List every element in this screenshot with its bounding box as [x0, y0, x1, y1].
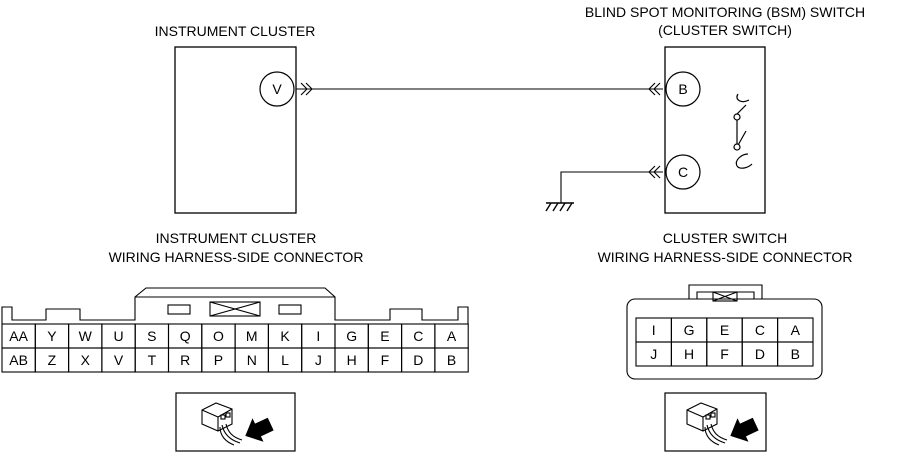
connector-pin-label: V — [114, 352, 124, 368]
connector-pin-label: S — [147, 328, 156, 344]
connector-pin-label: L — [281, 352, 289, 368]
connector-pin-label: D — [755, 346, 765, 362]
connector-pin-cell — [777, 341, 814, 367]
right-connector-grid: I G E C A J H F D B — [635, 317, 814, 367]
connector-pin-label: I — [316, 328, 320, 344]
right-connector — [626, 284, 823, 380]
connector-pin-label: B — [447, 352, 456, 368]
connector-view-icon-right — [664, 392, 767, 452]
bsm-title-line2: (CLUSTER SWITCH) — [658, 22, 792, 38]
connector-pin-label: R — [180, 352, 190, 368]
connector-pin-label: Z — [48, 352, 57, 368]
connector-pin-label: H — [347, 352, 357, 368]
bsm-title-line1: BLIND SPOT MONITORING (BSM) SWITCH — [585, 4, 865, 20]
right-connector-title-line1: CLUSTER SWITCH — [663, 230, 787, 246]
connector-pin-label: J — [315, 352, 322, 368]
terminal-c-circle — [665, 154, 701, 190]
connector-pin-label: G — [684, 322, 695, 338]
instrument-cluster-box — [174, 46, 297, 214]
connector-pin-label: E — [720, 322, 729, 338]
connector-pin-label: A — [447, 328, 457, 344]
bsm-switch-box — [664, 46, 766, 214]
connector-pin-label: O — [213, 328, 224, 344]
terminal-b-label: B — [678, 81, 687, 97]
connector-pin-label: E — [380, 328, 389, 344]
cluster-title: INSTRUMENT CLUSTER — [155, 23, 316, 39]
connector-pin-label: T — [148, 352, 157, 368]
connector-pin-label: D — [413, 352, 423, 368]
connector-pin-label: AB — [9, 352, 28, 368]
right-connector-title-line2: WIRING HARNESS-SIDE CONNECTOR — [598, 249, 853, 265]
ground-wire — [560, 171, 663, 203]
connector-pin-label: U — [113, 328, 123, 344]
ground-icon — [545, 202, 574, 212]
connector-pin-label: F — [381, 352, 390, 368]
connector-pin-label: J — [650, 346, 657, 362]
connector-pin-label: A — [791, 322, 801, 338]
connector-pin-label: X — [81, 352, 91, 368]
left-connector-title-line2: WIRING HARNESS-SIDE CONNECTOR — [109, 249, 364, 265]
connector-pin-label: C — [755, 322, 765, 338]
terminal-b-circle — [665, 71, 701, 107]
connector-pin-label: M — [246, 328, 258, 344]
connector-pin-label: F — [720, 346, 729, 362]
connector-pin-label: P — [214, 352, 223, 368]
left-connector-grid: AA Y W U S Q O M K I G E C A AB Z X V T R P N L J H F D B — [1, 323, 469, 373]
connector-pin-label: W — [79, 328, 93, 344]
connector-pin-label: K — [280, 328, 290, 344]
terminal-v-circle — [259, 71, 295, 107]
connector-pin-label: I — [652, 322, 656, 338]
terminal-c-label: C — [678, 164, 688, 180]
connector-pin-label: H — [684, 346, 694, 362]
connector-pin-cell — [434, 347, 469, 373]
left-connector-title-line1: INSTRUMENT CLUSTER — [156, 230, 317, 246]
terminal-v-label: V — [272, 81, 282, 97]
connector-pin-label: Q — [180, 328, 191, 344]
switch-connector-chevron-b — [648, 82, 661, 96]
switch-icon — [733, 93, 753, 169]
connector-pin-label: Y — [47, 328, 57, 344]
connector-pin-label: B — [791, 346, 800, 362]
connector-pin-label: AA — [9, 328, 28, 344]
connector-view-icon — [175, 392, 296, 452]
connector-pin-label: C — [413, 328, 423, 344]
connector-pin-label: N — [247, 352, 257, 368]
connector-pin-label: G — [346, 328, 357, 344]
left-connector — [1, 287, 469, 324]
